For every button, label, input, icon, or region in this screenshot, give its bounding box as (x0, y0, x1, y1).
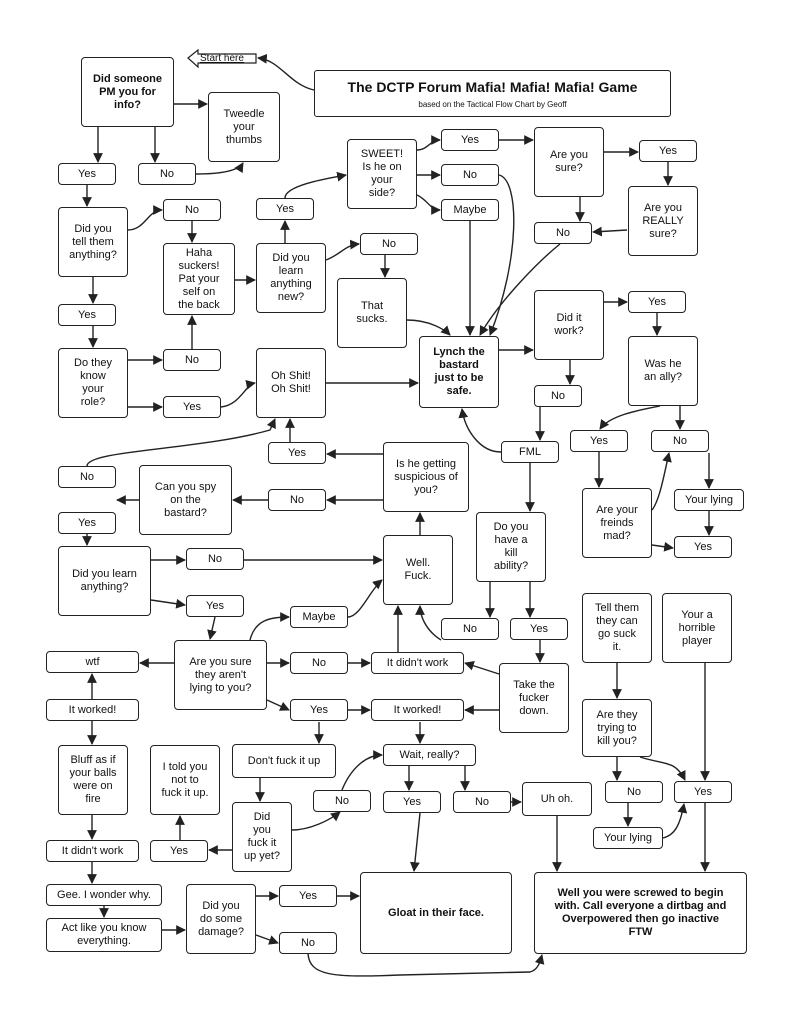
node-wtf: wtf (46, 651, 139, 673)
chart-title: The DCTP Forum Mafia! Mafia! Mafia! Game (347, 79, 638, 95)
node-bluff: Bluff as if your balls were on fire (58, 745, 128, 815)
node-yes-work: Yes (628, 291, 686, 313)
node-ohshit: Oh Shit! Oh Shit! (256, 348, 326, 418)
node-didnt-work1: It didn't work (371, 652, 464, 674)
node-wellfuck: Well. Fuck. (383, 535, 453, 605)
node-worked2: It worked! (371, 699, 464, 721)
node-lynch: Lynch the bastard just to be safe. (419, 336, 499, 408)
node-know-role: Do they know your role? (58, 348, 128, 418)
node-didnt-work2: It didn't work (46, 840, 139, 862)
node-sweet: SWEET! Is he on your side? (347, 139, 417, 209)
node-no-ally: No (651, 430, 709, 452)
node-yes-sure: Yes (639, 140, 697, 162)
node-no-side: No (441, 164, 499, 186)
node-mad: Are your freinds mad? (582, 488, 652, 558)
node-yes-lying: Yes (290, 699, 348, 721)
node-gloat: Gloat in their face. (360, 872, 512, 954)
node-yes-fuck: Yes (150, 840, 208, 862)
start-here-label: Start here (200, 53, 244, 64)
node-yes-kill: Yes (510, 618, 568, 640)
node-yes-wait: Yes (383, 791, 441, 813)
node-no-trying: No (605, 781, 663, 803)
node-lying2: Your lying (593, 827, 663, 849)
node-haha: Haha suckers! Pat your self on the back (163, 243, 235, 315)
node-no-lying: No (290, 652, 348, 674)
node-no-sure: No (534, 222, 592, 244)
node-tweedle: Tweedle your thumbs (208, 92, 280, 162)
node-told-you: I told you not to fuck it up. (150, 745, 220, 815)
node-fucked-yet: Did you fuck it up yet? (232, 802, 292, 872)
node-maybe-side: Maybe (441, 199, 499, 221)
node-are-sure: Are you sure? (534, 127, 604, 197)
node-ally: Was he an ally? (628, 336, 698, 406)
node-maybe2: Maybe (290, 606, 348, 628)
node-horrible: Your a horrible player (662, 593, 732, 663)
node-yes-role: Yes (163, 396, 221, 418)
node-no-susp: No (268, 489, 326, 511)
node-screwed: Well you were screwed to begin with. Cal… (534, 872, 747, 954)
node-suck-it: Tell them they can go suck it. (582, 593, 652, 663)
node-learn-new: Did you learn anything new? (256, 243, 326, 313)
node-spy: Can you spy on the bastard? (139, 465, 232, 535)
node-no-work: No (534, 385, 582, 407)
node-yes-trying: Yes (674, 781, 732, 803)
node-tell: Did you tell them anything? (58, 207, 128, 277)
node-damage: Did you do some damage? (186, 884, 256, 954)
node-no-fuck: No (313, 790, 371, 812)
node-yes-learn: Yes (256, 198, 314, 220)
node-yes-learn2: Yes (186, 595, 244, 617)
node-did-work: Did it work? (534, 290, 604, 360)
node-yes-ohshit: Yes (268, 442, 326, 464)
node-fml: FML (501, 441, 559, 463)
node-wait: Wait, really? (383, 744, 476, 766)
node-no-kill: No (441, 618, 499, 640)
node-trying-kill: Are they trying to kill you? (582, 699, 652, 757)
node-sucks: That sucks. (337, 278, 407, 348)
node-no-wait: No (453, 791, 511, 813)
node-did-learn: Did you learn anything? (58, 546, 151, 616)
node-really: Are you REALLY sure? (628, 186, 698, 256)
node-yes-final: Yes (674, 536, 732, 558)
title-box: The DCTP Forum Mafia! Mafia! Mafia! Game… (314, 70, 671, 117)
node-yes-ally: Yes (570, 430, 628, 452)
node-no-tell: No (163, 199, 221, 221)
node-yes2: Yes (58, 304, 116, 326)
node-yes1: Yes (58, 163, 116, 185)
node-no-role: No (163, 349, 221, 371)
node-uhoh: Uh oh. (522, 782, 592, 816)
node-yes-side: Yes (441, 129, 499, 151)
node-dont-fuck: Don't fuck it up (232, 744, 336, 778)
node-pm: Did someone PM you for info? (81, 57, 174, 127)
node-suspicious: Is he getting suspicious of you? (383, 442, 469, 512)
chart-subtitle: based on the Tactical Flow Chart by Geof… (418, 100, 567, 109)
node-worked1: It worked! (46, 699, 139, 721)
node-no-damage: No (279, 932, 337, 954)
node-no-learn: No (360, 233, 418, 255)
node-act: Act like you know everything. (46, 918, 162, 952)
node-yes-spy: Yes (58, 512, 116, 534)
node-no1: No (138, 163, 196, 185)
node-gee: Gee. I wonder why. (46, 884, 162, 906)
node-lying-q: Are you sure they aren't lying to you? (174, 640, 267, 710)
node-lying1: Your lying (674, 489, 744, 511)
node-no-spy: No (58, 466, 116, 488)
node-take-down: Take the fucker down. (499, 663, 569, 733)
node-kill-ability: Do you have a kill ability? (476, 512, 546, 582)
node-yes-damage: Yes (279, 885, 337, 907)
node-no-learn2: No (186, 548, 244, 570)
